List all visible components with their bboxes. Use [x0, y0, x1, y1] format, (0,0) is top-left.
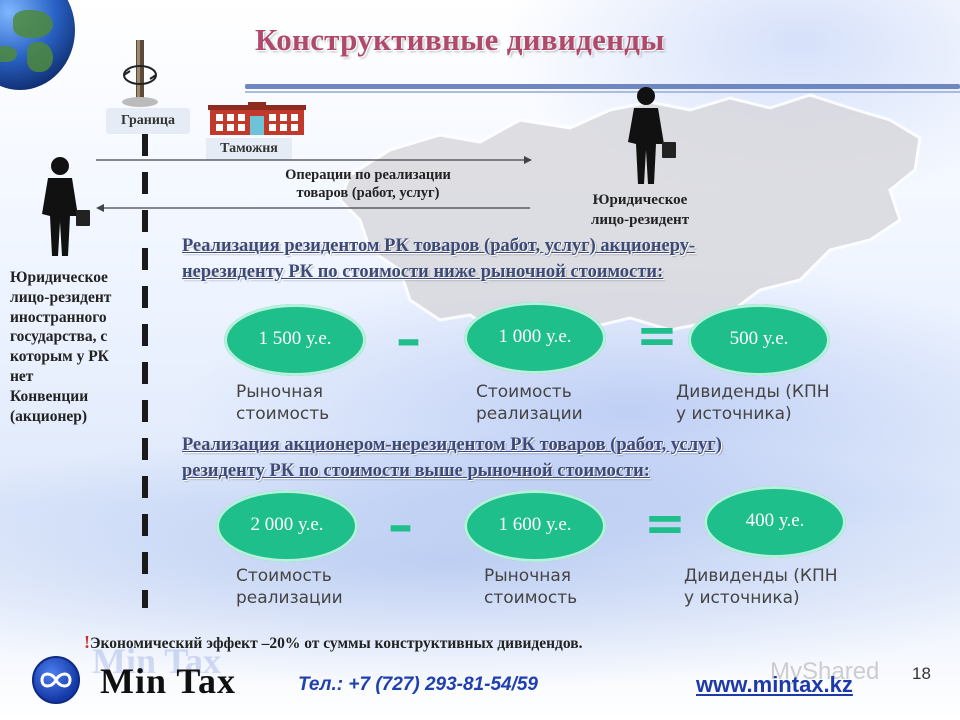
foreign-label-line: нет [10, 367, 34, 385]
caption-line: у источника) [676, 404, 792, 424]
equals-sign: = [644, 494, 686, 552]
case2-heading-line: резиденту РК по стоимости выше рыночной … [182, 461, 650, 481]
border-post-icon [122, 40, 158, 107]
case1-caption-market: Рыночная стоимость [236, 381, 329, 425]
case1-sale-value-oval: 1 000 у.е. [464, 302, 606, 374]
caption-line: Дивиденды (КПН [676, 382, 830, 402]
foreign-label-line: Юридическое [10, 269, 108, 286]
caption-line: стоимость [236, 404, 330, 424]
case1-caption-sale: Стоимость реализации [476, 381, 583, 425]
logo-text: Min Tax [100, 661, 237, 701]
case2-caption-market: Рыночная стоимость [484, 565, 577, 609]
case2-caption-dividend: Дивиденды (КПН у источника) [684, 565, 838, 609]
minus-sign: – [396, 310, 421, 368]
case1-market-value-oval: 1 500 у.е. [224, 304, 366, 376]
watermark: MyShared [770, 658, 880, 685]
foreign-label-line: иностранного [10, 308, 107, 326]
case2-market-value-oval: 1 600 у.е. [464, 490, 606, 562]
foreign-label-line: Конвенции [10, 387, 89, 405]
equals-sign: = [636, 306, 678, 364]
customs-building-icon [208, 102, 306, 135]
border-dashed-line [142, 134, 148, 608]
mintax-logo-icon [32, 656, 80, 704]
infinity-icon [40, 672, 72, 688]
case1-heading: Реализация резидентом РК товаров (работ,… [182, 233, 862, 285]
economic-effect-note: !Экономический эффект –20% от суммы конс… [84, 632, 582, 653]
foreign-label-line: государства, с [10, 328, 108, 346]
case1-heading-line: Реализация резидентом РК товаров (работ,… [182, 236, 696, 256]
logo-text-shadow: Min Tax [92, 641, 222, 681]
title-underline-thin [245, 91, 960, 93]
case1-dividend-oval: 500 у.е. [688, 304, 830, 376]
background-swirl [0, 430, 960, 690]
foreign-label-line: (акционер) [10, 407, 88, 425]
case2-heading-line: Реализация акционером-нерезидентом РК то… [182, 435, 722, 455]
title-underline [245, 84, 960, 89]
resident-label-line: лицо-резидент [590, 212, 690, 228]
case1-heading-line: нерезиденту РК по стоимости ниже рыночно… [182, 262, 664, 282]
case2-dividend-oval: 400 у.е. [704, 486, 846, 558]
page-number: 18 [912, 664, 931, 683]
caption-line: Рыночная [484, 566, 571, 586]
operations-label: Операции по реализации товаров (работ, у… [250, 166, 486, 202]
exclamation-mark: ! [84, 632, 90, 652]
operations-label-line: Операции по реализации [285, 167, 451, 183]
caption-line: реализации [476, 404, 583, 424]
caption-line: стоимость [484, 588, 578, 608]
operations-label-line: товаров (работ, услуг) [296, 185, 440, 201]
case2-heading: Реализация акционером-нерезидентом РК то… [182, 432, 938, 484]
foreign-shareholder-label: Юридическое лицо-резидент иностранного г… [10, 268, 144, 426]
foreign-label-line: которым у РК [10, 348, 109, 366]
resident-label-line: Юридическое [592, 192, 688, 208]
minus-sign: – [388, 496, 413, 554]
caption-line: Рыночная [236, 382, 323, 402]
caption-line: реализации [236, 588, 343, 608]
case1-caption-dividend: Дивиденды (КПН у источника) [676, 381, 830, 425]
globe-image [0, 0, 75, 90]
caption-line: у источника) [684, 588, 800, 608]
caption-line: Дивиденды (КПН [684, 566, 838, 586]
customs-label: Таможня [206, 138, 292, 160]
note-text: Экономический эффект –20% от суммы конст… [90, 635, 583, 652]
border-label: Граница [106, 108, 190, 134]
phone-number: Тел.: +7 (727) 293-81-54/59 [298, 674, 538, 695]
case2-caption-sale: Стоимость реализации [236, 565, 343, 609]
resident-label: Юридическое лицо-резидент [560, 190, 720, 230]
foreign-label-line: лицо-резидент [10, 288, 112, 306]
caption-line: Стоимость [476, 382, 572, 402]
businessman-icon [42, 157, 90, 256]
flow-arrows [96, 156, 532, 212]
case2-sale-value-oval: 2 000 у.е. [216, 490, 358, 562]
website-link[interactable]: www.mintax.kz [696, 672, 853, 697]
caption-line: Стоимость [236, 566, 332, 586]
businessman-icon [628, 87, 676, 184]
slide-title: Конструктивные дивиденды [255, 22, 665, 57]
